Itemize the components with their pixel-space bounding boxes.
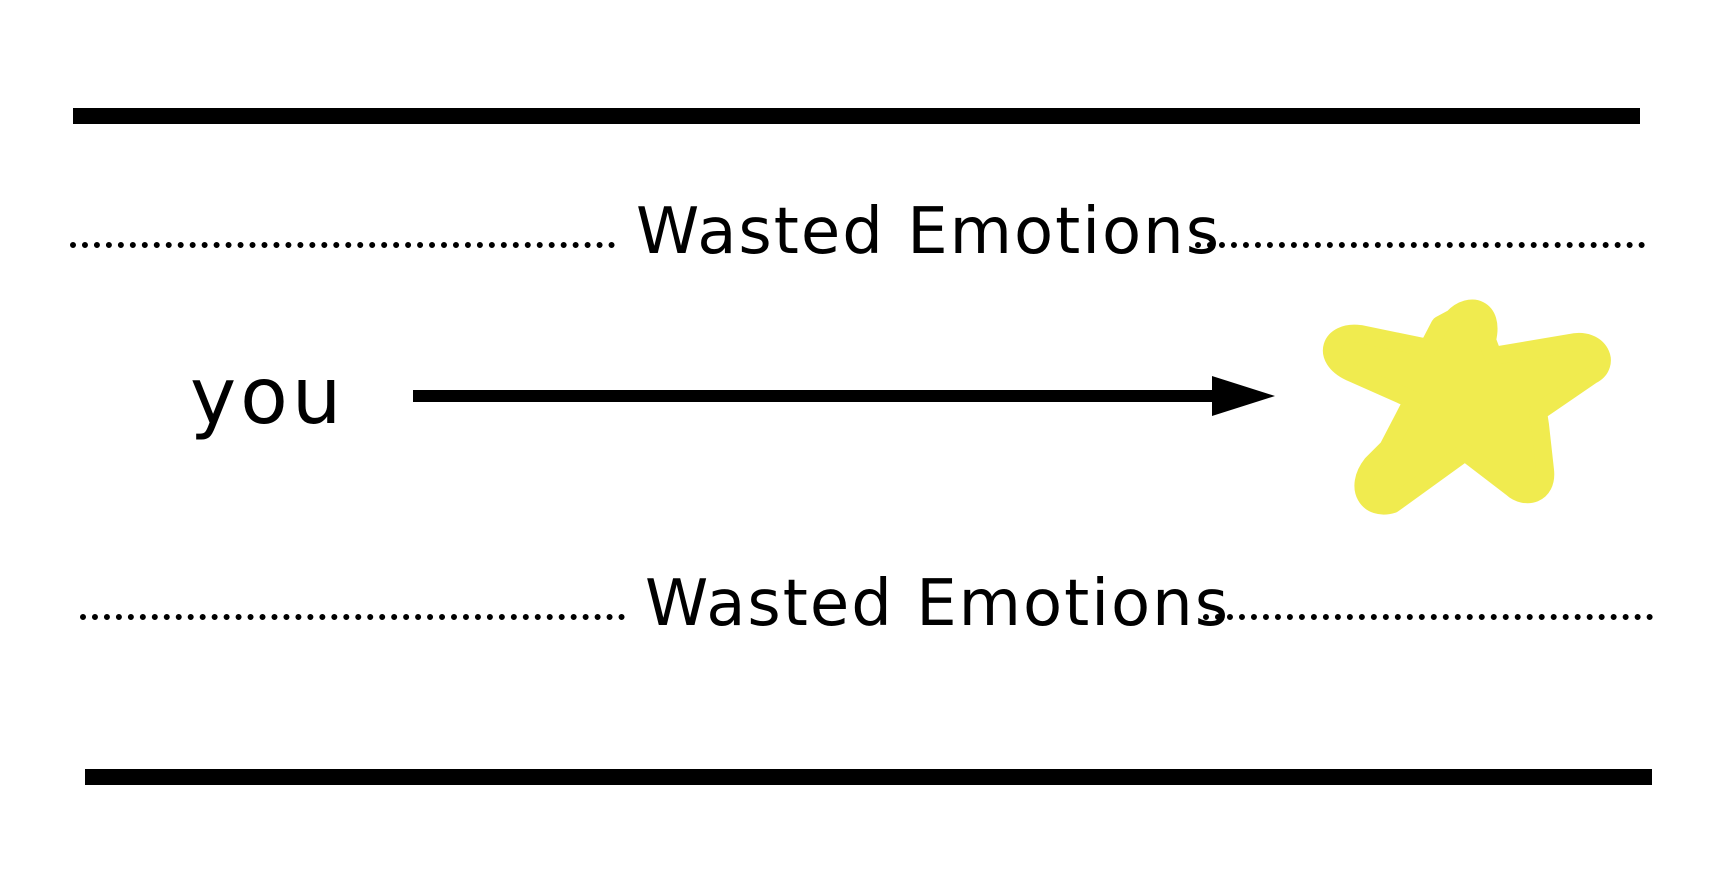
bottom-boundary-line bbox=[85, 769, 1652, 785]
bottom-wasted-emotions-label: Wasted Emotions bbox=[645, 567, 1231, 641]
star-icon bbox=[1322, 299, 1611, 515]
top-dotted-line-right bbox=[1195, 242, 1645, 248]
top-dotted-line-left bbox=[70, 242, 615, 248]
top-boundary-line bbox=[73, 108, 1640, 124]
top-wasted-emotions-label: Wasted Emotions bbox=[636, 195, 1222, 269]
arrow-right-icon bbox=[413, 376, 1275, 416]
arrow-head bbox=[1212, 376, 1275, 416]
goal-star bbox=[1322, 299, 1611, 515]
bottom-dotted-line-left bbox=[80, 614, 625, 620]
bottom-dotted-line-right bbox=[1203, 614, 1653, 620]
you-label: you bbox=[190, 352, 346, 442]
